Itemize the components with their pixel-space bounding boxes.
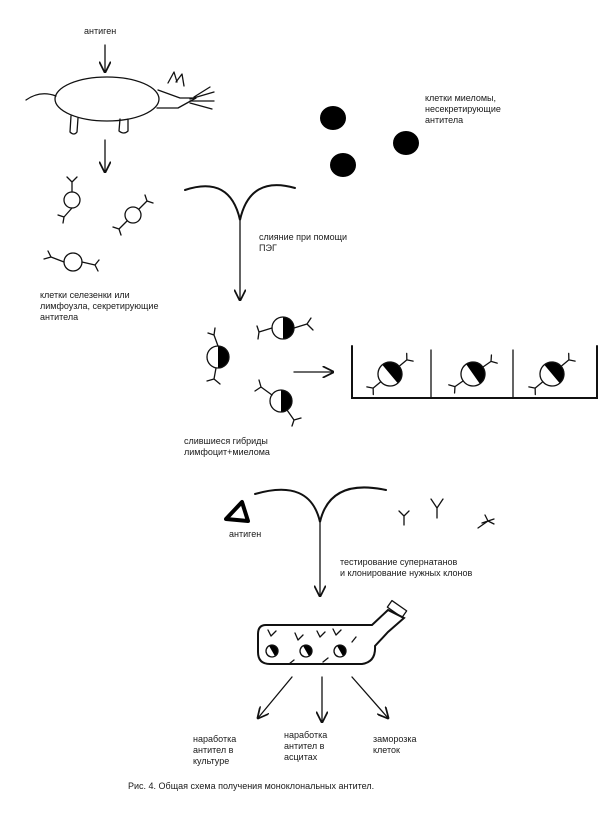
antibody [398, 510, 410, 526]
well-clone [528, 352, 576, 396]
fusion-arc [184, 184, 296, 221]
antibody [430, 498, 444, 519]
culture-flask [257, 599, 408, 665]
antibody [477, 514, 495, 529]
lymphocyte [57, 176, 81, 224]
label-hybrids: слившиеся гибриды лимфоцит+миелома [184, 436, 270, 457]
antigen-triangle [224, 500, 250, 523]
mouse-ears [167, 71, 185, 87]
label-fusion: слияние при помощи ПЭГ [259, 232, 348, 253]
mouse-whiskers [189, 86, 215, 110]
arrow-freeze [351, 676, 388, 718]
screening-arc [254, 486, 387, 523]
mouse-leg [69, 115, 79, 135]
mouse-tail [25, 93, 57, 101]
lymphocyte [112, 194, 154, 236]
label-antigen-top: антиген [84, 26, 117, 36]
figure-caption: Рис. 4. Общая схема получения моноклонал… [128, 781, 375, 791]
lymphocyte [43, 250, 100, 272]
well-clone [448, 354, 498, 394]
myeloma-cell [320, 106, 346, 130]
label-myeloma: клетки миеломы, несекретирующие антитела [425, 93, 501, 125]
label-output-culture: наработка антител в культуре [193, 734, 237, 766]
hybridoma-cell [256, 316, 314, 340]
mouse-leg [118, 118, 129, 134]
flask-cap [386, 599, 408, 619]
label-antigen-mid: антиген [229, 529, 262, 539]
free-antibodies [398, 498, 495, 529]
plate-outline [351, 345, 598, 399]
spleen-cells [43, 176, 154, 272]
label-spleen-cells: клетки селезенки или лимфоузла, секретир… [40, 290, 159, 322]
arrow-culture [258, 676, 293, 718]
label-output-freeze: заморозка клеток [373, 734, 417, 755]
hybridoma-cell [206, 327, 230, 385]
hybridoma-cell [254, 379, 302, 427]
mouse-illustration [25, 44, 215, 172]
myeloma-cells [320, 106, 419, 177]
myeloma-cell [393, 131, 419, 155]
label-output-ascites: наработка антител в асцитах [284, 730, 328, 762]
mouse-body [54, 76, 160, 122]
mouse-head [156, 89, 197, 109]
hybrid-cells [206, 316, 333, 427]
culture-plate [351, 345, 598, 399]
well-clone [366, 352, 414, 396]
myeloma-cell [330, 153, 356, 177]
label-testing: тестирование супернатанов и клонирование… [340, 557, 473, 578]
